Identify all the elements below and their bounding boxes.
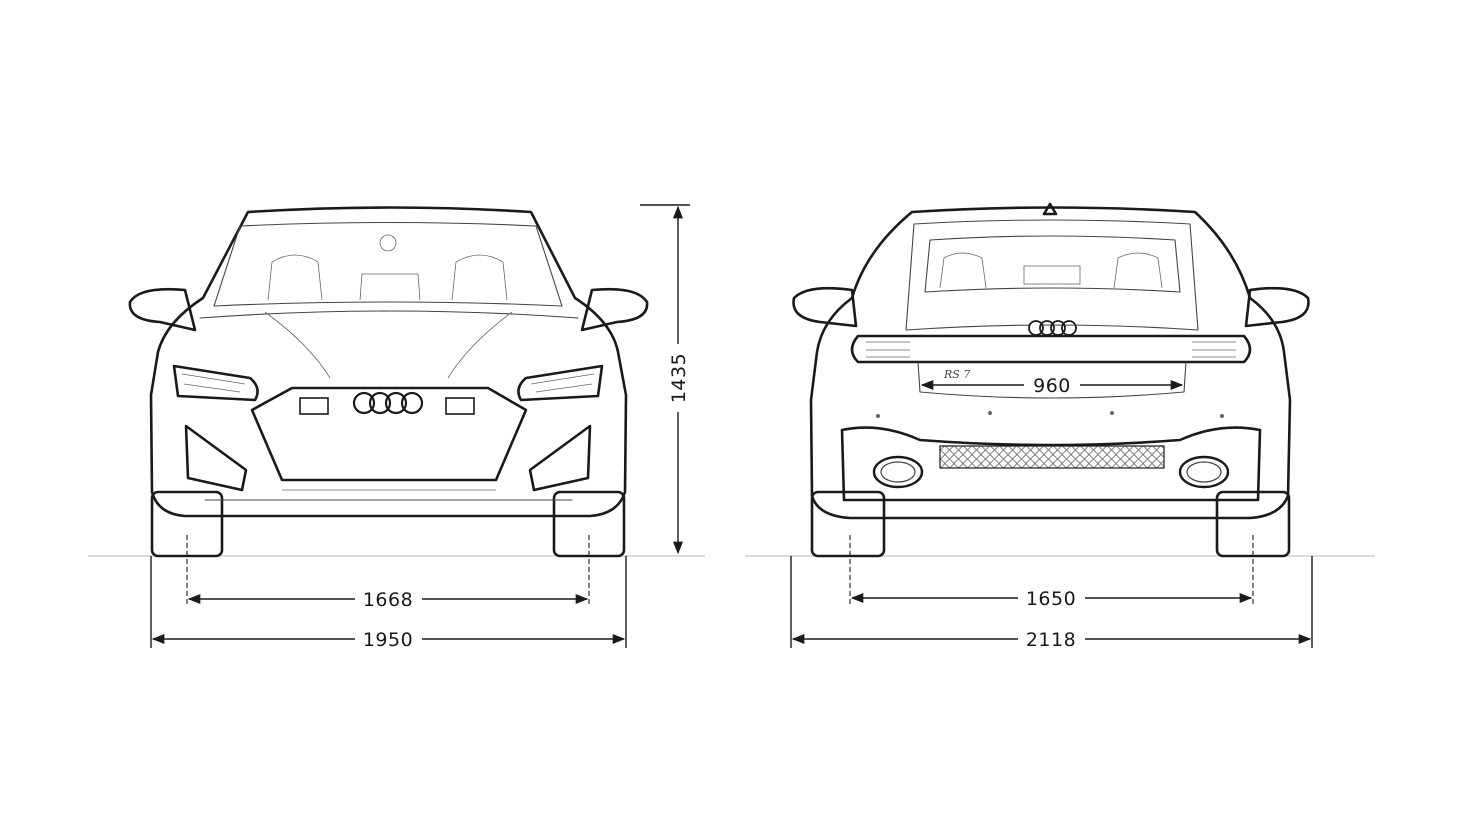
front-hood-edge bbox=[199, 310, 579, 319]
front-seat-left bbox=[267, 254, 323, 301]
rear-mirror-right bbox=[1244, 286, 1310, 328]
height-label: 1435 bbox=[668, 353, 690, 403]
front-seat-right bbox=[451, 254, 508, 301]
front-audi-logo bbox=[352, 391, 424, 415]
front-hood-crease-right bbox=[447, 311, 513, 379]
rear-taillight-detail bbox=[866, 341, 1236, 358]
front-hood-crease-left bbox=[264, 311, 331, 379]
front-track-width-label: 1668 bbox=[363, 589, 413, 611]
rear-headrest-center bbox=[1023, 265, 1081, 285]
front-mirror-right bbox=[580, 287, 649, 332]
rear-mirror-left bbox=[792, 286, 858, 328]
rear-diffuser-mesh bbox=[939, 445, 1165, 469]
rear-sensor-dot bbox=[988, 411, 992, 415]
rear-width-mirrors-label: 2118 bbox=[1026, 629, 1076, 651]
front-intake-left bbox=[184, 424, 248, 492]
front-body-outline bbox=[149, 206, 628, 518]
front-dimensions: 1668 1950 1435 bbox=[150, 204, 690, 651]
front-sensor-left bbox=[299, 397, 329, 415]
rear-sensor-dot bbox=[876, 414, 880, 418]
rear-antenna bbox=[1042, 202, 1058, 216]
front-sensor-right bbox=[445, 397, 475, 415]
rear-audi-logo bbox=[1028, 320, 1077, 336]
car-front-view bbox=[128, 206, 649, 558]
front-overall-width-label: 1950 bbox=[363, 629, 413, 651]
rear-body-outline bbox=[809, 206, 1292, 520]
rear-dimensions: 1650 2118 960 bbox=[790, 375, 1313, 651]
front-mirror-inner bbox=[379, 234, 397, 252]
front-mirror-left bbox=[128, 287, 197, 332]
front-grille bbox=[250, 386, 528, 482]
rear-model-badge: RS 7 bbox=[943, 368, 970, 381]
front-windshield bbox=[213, 221, 563, 307]
rear-diffuser bbox=[840, 426, 1262, 502]
car-rear-view: RS 7 bbox=[792, 202, 1310, 558]
front-console bbox=[359, 273, 421, 301]
rear-window-inner bbox=[924, 235, 1181, 293]
rear-track-width-label: 1650 bbox=[1026, 588, 1076, 610]
rear-taillight-bar bbox=[850, 334, 1252, 364]
rear-left-tire bbox=[810, 490, 886, 558]
rear-window bbox=[905, 219, 1199, 331]
rear-trunk-lid bbox=[917, 361, 1187, 399]
front-headlight-left bbox=[172, 364, 259, 402]
front-headlight-left-detail bbox=[181, 373, 246, 393]
rear-sensor-dot bbox=[1110, 411, 1114, 415]
rear-seat-right bbox=[1113, 252, 1163, 289]
front-intake-right bbox=[528, 424, 592, 492]
rear-sensor-dot bbox=[1220, 414, 1224, 418]
trunk-opening-label: 960 bbox=[1033, 375, 1071, 397]
front-headlight-right-detail bbox=[530, 373, 595, 393]
rear-seat-left bbox=[939, 252, 987, 289]
front-headlight-right bbox=[517, 364, 604, 402]
